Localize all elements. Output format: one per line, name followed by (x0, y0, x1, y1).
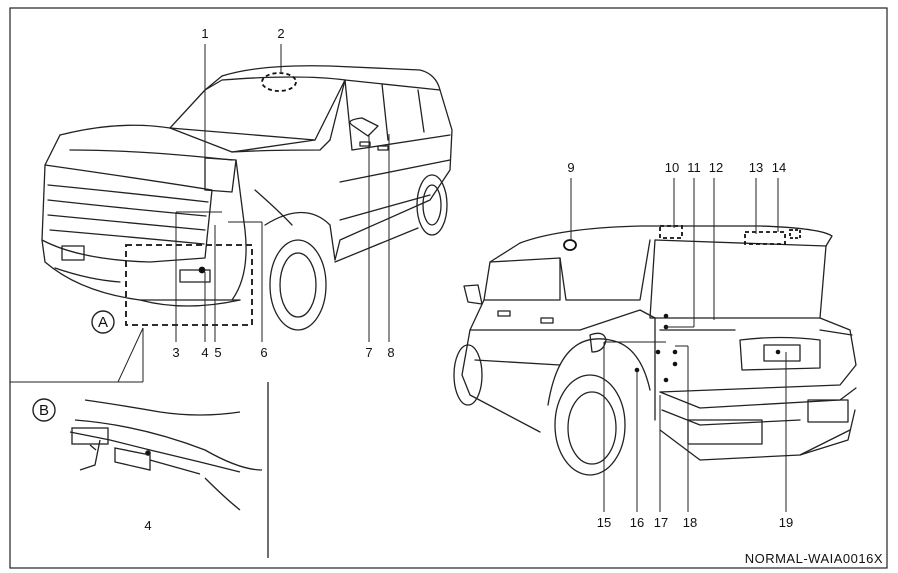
marker-a-label: A (98, 314, 108, 331)
callout-3: 3 (172, 345, 179, 360)
rear-sensor-dots (634, 313, 781, 383)
callout-5: 5 (214, 345, 221, 360)
callout-1: 1 (201, 26, 208, 41)
callout-15: 15 (597, 515, 611, 530)
front-detail-area-a (125, 244, 253, 326)
callout-18: 18 (683, 515, 697, 530)
rear-sensor-marker-14 (789, 229, 801, 239)
callout-6: 6 (260, 345, 267, 360)
callout-19: 19 (779, 515, 793, 530)
front-sensor-markers (125, 72, 297, 326)
front-vehicle-drawing (41, 65, 453, 331)
callout-7: 7 (365, 345, 372, 360)
detail-marker-a: A (91, 310, 115, 334)
inset-detail-b (69, 382, 269, 558)
callout-2: 2 (277, 26, 284, 41)
callout-11: 11 (687, 160, 701, 175)
rear-leader-lines (570, 178, 787, 512)
rear-sensor-markers (563, 225, 801, 251)
callout-13: 13 (749, 160, 763, 175)
detail-marker-b: B (32, 398, 56, 422)
rear-vehicle-drawing (453, 225, 857, 476)
callout-8: 8 (387, 345, 394, 360)
rear-spoiler-sensor-marker (659, 225, 683, 239)
inset-callout-4: 4 (144, 518, 151, 533)
rear-camera-marker (744, 231, 786, 245)
figure-code: NORMAL-WAIA0016X (745, 551, 883, 566)
callout-17: 17 (654, 515, 668, 530)
rear-callout-labels: 9 10 11 12 13 14 15 16 17 18 19 (567, 160, 793, 530)
roof-sensor-marker (261, 72, 297, 92)
callout-12: 12 (709, 160, 723, 175)
callout-14: 14 (772, 160, 786, 175)
callout-10: 10 (665, 160, 679, 175)
callout-16: 16 (630, 515, 644, 530)
front-callout-labels: 1 2 3 4 5 6 7 8 (172, 26, 394, 360)
front-leader-lines (10, 44, 390, 383)
marker-b-label: B (39, 402, 49, 419)
callout-9: 9 (567, 160, 574, 175)
callout-4: 4 (201, 345, 208, 360)
rear-roof-sensor-marker (563, 239, 577, 251)
diagram-border (9, 7, 888, 569)
